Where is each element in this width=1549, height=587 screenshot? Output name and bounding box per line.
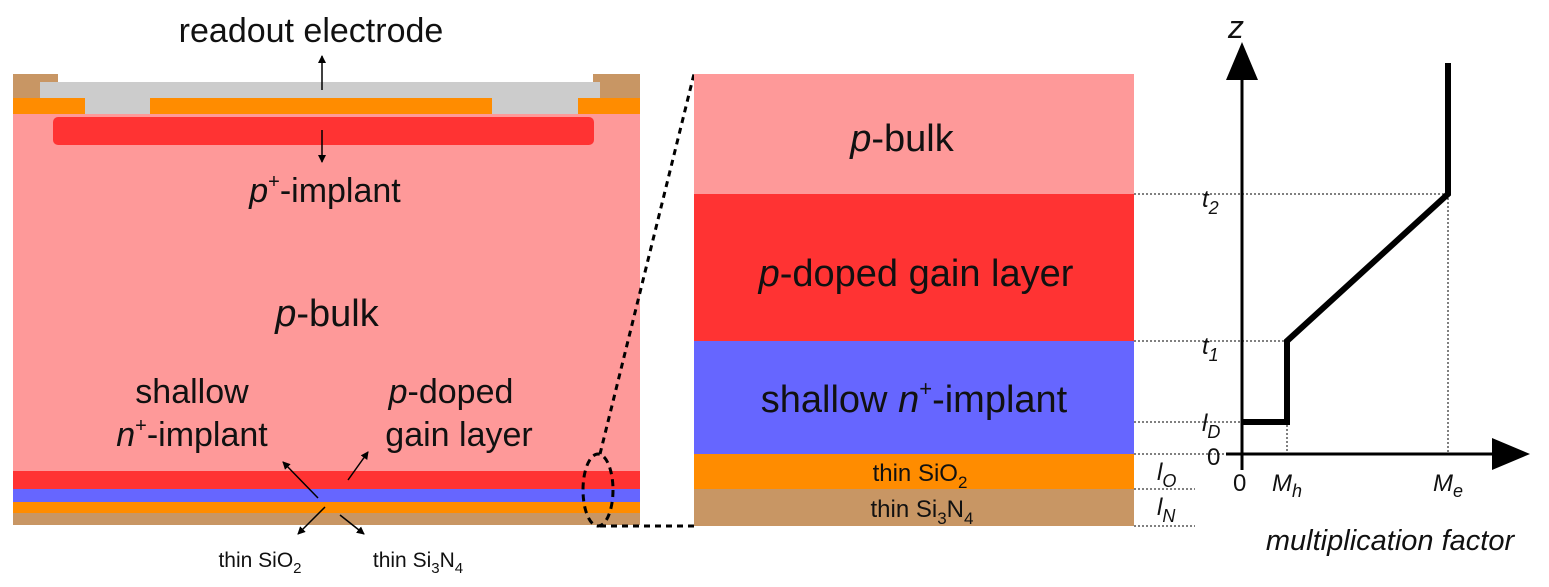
- tick-label-mh: Mh: [1272, 470, 1302, 501]
- guide-lines: [1134, 193, 1449, 527]
- p-plus-implant: [53, 117, 594, 145]
- sio2-arrow: [297, 506, 326, 535]
- tick-label-zero-y: 0: [1207, 444, 1220, 471]
- zoomed-layer-stack: p-bulk p-doped gain layer shallow n+-imp…: [694, 74, 1176, 528]
- p-bulk-region: [13, 97, 640, 471]
- zoom-gain-layer: [694, 194, 1134, 341]
- multiplication-curve: [1242, 63, 1451, 425]
- sio2-top-middle: [150, 98, 492, 114]
- tick-label-me: Me: [1433, 470, 1463, 501]
- zoom-shallow-label: shallow n+-implant: [761, 376, 1068, 421]
- gain-arrow: [347, 451, 369, 481]
- tick-label-t1: t1: [1202, 333, 1219, 365]
- gain-label-line2: gain layer: [385, 416, 532, 454]
- zoom-n-implant: [694, 341, 1134, 454]
- z-axis-arrowhead: [1226, 42, 1258, 80]
- multiplication-plot: z t2 t1 lD 0 0 Mh Me multiplication fact…: [1202, 9, 1530, 557]
- tick-label-t2: t2: [1202, 186, 1219, 218]
- sio2-bottom-label: thin SiO2: [218, 549, 301, 577]
- si3n4-bottom-label: thin Si3N4: [373, 549, 463, 577]
- n-implant-strip: [13, 489, 640, 502]
- electrode-stem-right: [492, 98, 578, 114]
- zoom-si3n4: [694, 489, 1134, 526]
- zoom-si3n4-label: thin Si3N4: [871, 496, 974, 528]
- x-axis-arrowhead: [1492, 438, 1530, 470]
- zoom-sio2: [694, 454, 1134, 489]
- zoom-p-bulk-label: p-bulk: [849, 118, 955, 160]
- electrode-stem-left: [85, 98, 150, 114]
- zoom-gain-label: p-doped gain layer: [758, 253, 1074, 295]
- tick-label-ld: lD: [1202, 410, 1220, 442]
- zoom-region-marker: [581, 452, 615, 528]
- si3n4-strip: [13, 513, 640, 525]
- shallow-arrow: [282, 461, 319, 499]
- p-bulk-label: p-bulk: [274, 293, 380, 335]
- shallow-label-line1: shallow: [135, 373, 249, 411]
- shallow-label-line2: n+-implant: [116, 415, 268, 454]
- readout-electrode-label: readout electrode: [179, 12, 444, 50]
- ln-label: lN: [1157, 494, 1176, 526]
- sio2-top-left: [13, 98, 85, 114]
- tick-label-zero-x: 0: [1233, 470, 1246, 497]
- gain-layer-strip: [13, 471, 640, 489]
- zoom-sio2-label: thin SiO2: [873, 460, 968, 492]
- lo-label: lO: [1157, 459, 1176, 491]
- sio2-strip: [13, 502, 640, 513]
- cross-section: readout electrode p+-implant p-bulk shal…: [13, 12, 696, 577]
- si3n4-top-right: [593, 74, 640, 98]
- gain-label-line1: p-doped: [388, 373, 514, 411]
- zoom-p-bulk: [694, 74, 1134, 194]
- readout-electrode: [40, 82, 600, 98]
- z-axis-label: z: [1227, 9, 1244, 45]
- p-implant-label: p+-implant: [248, 171, 401, 210]
- si3n4-arrow: [339, 514, 365, 535]
- sio2-top-right: [578, 98, 640, 114]
- x-axis-label: multiplication factor: [1266, 525, 1516, 557]
